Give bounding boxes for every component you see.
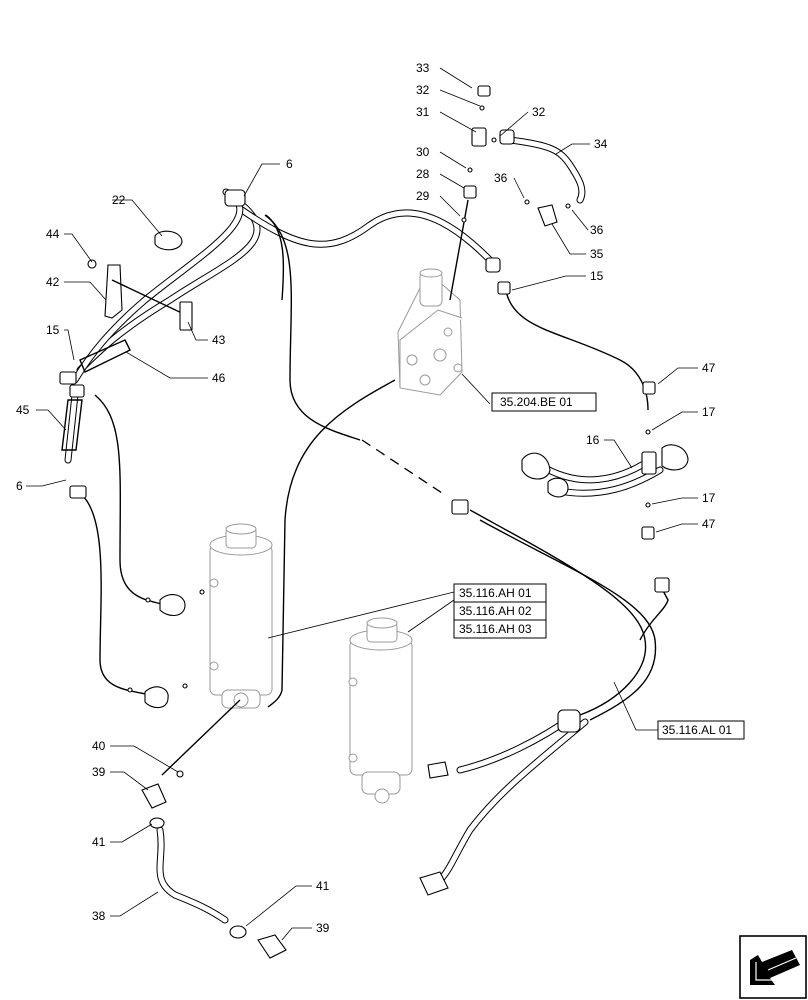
arrow-bottom-left-icon[interactable]: [739, 935, 807, 999]
reference-lines[interactable]: 35.116.AL 01: [657, 720, 745, 740]
callout-38: 38: [92, 909, 106, 923]
callout-44: 44: [46, 227, 60, 241]
callout-6: 6: [286, 157, 293, 171]
callout-43: 43: [212, 333, 226, 347]
callout-41: 41: [316, 879, 330, 893]
reference-cylinder-1-text: 35.116.AH 01: [459, 586, 532, 600]
reference-lines-text: 35.116.AL 01: [662, 723, 732, 737]
callout-41: 41: [92, 835, 106, 849]
callout-30: 30: [416, 145, 430, 159]
fittings: [59, 85, 689, 959]
callout-35: 35: [590, 247, 604, 261]
callout-39: 39: [92, 765, 106, 779]
callout-6: 6: [16, 479, 23, 493]
reference-valve[interactable]: 35.204.BE 01: [491, 392, 597, 412]
callout-36: 36: [590, 223, 604, 237]
callout-17: 17: [702, 405, 716, 419]
callout-42: 42: [46, 275, 60, 289]
reference-cylinder-2[interactable]: 35.116.AH 02: [453, 601, 547, 621]
callout-28: 28: [416, 167, 430, 181]
reference-cylinder-2-text: 35.116.AH 02: [459, 604, 532, 618]
callout-34: 34: [594, 137, 608, 151]
callout-46: 46: [212, 371, 226, 385]
reference-cylinder-3-text: 35.116.AH 03: [459, 622, 532, 636]
callout-16: 16: [586, 433, 600, 447]
callout-labels: 33 32 31 32 34 30 28 36 29 36 35 15 6 22…: [16, 61, 716, 935]
callout-32: 32: [532, 105, 546, 119]
cylinder-right: [348, 617, 413, 804]
cylinder-left: [209, 523, 273, 709]
callout-39: 39: [316, 921, 330, 935]
callout-22: 22: [112, 193, 126, 207]
callout-29: 29: [416, 189, 430, 203]
callout-15: 15: [46, 323, 60, 337]
callout-15: 15: [590, 269, 604, 283]
callout-31: 31: [416, 105, 430, 119]
callout-47: 47: [702, 517, 716, 531]
callout-36: 36: [494, 171, 508, 185]
callout-32: 32: [416, 83, 430, 97]
control-valve: [397, 268, 463, 396]
reference-cylinder-1[interactable]: 35.116.AH 01: [453, 583, 547, 603]
callout-47: 47: [702, 361, 716, 375]
callout-33: 33: [416, 61, 430, 75]
reference-valve-text: 35.204.BE 01: [500, 395, 573, 409]
leader-lines: [26, 67, 698, 941]
reference-cylinder-3[interactable]: 35.116.AH 03: [453, 619, 547, 639]
callout-17: 17: [702, 491, 716, 505]
callout-45: 45: [16, 403, 30, 417]
callout-40: 40: [92, 739, 106, 753]
